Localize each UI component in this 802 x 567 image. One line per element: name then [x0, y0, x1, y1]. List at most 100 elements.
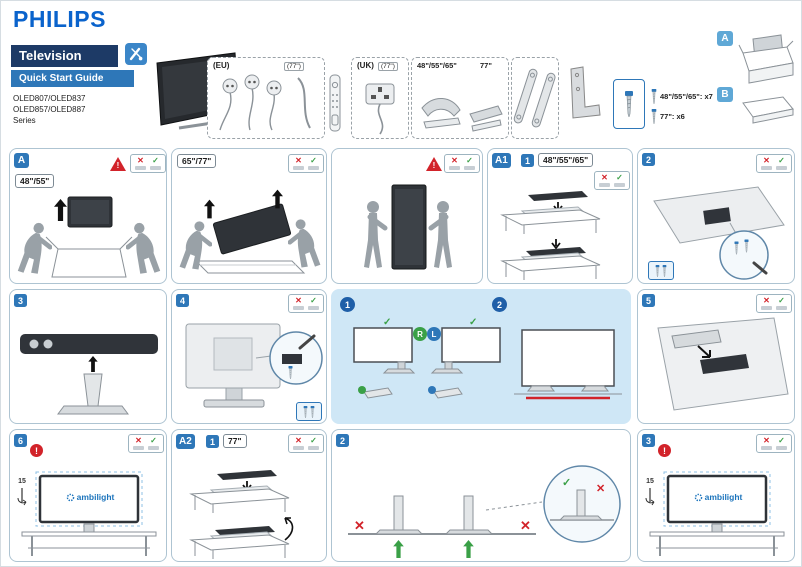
step-1-badge: 1: [521, 154, 534, 167]
model-line: Series: [13, 116, 36, 126]
lay-flat-77-illustration: [189, 470, 294, 559]
dont-cell: ✕: [761, 157, 772, 170]
model-list: OLED807/OLED837 OLED857/OLED887 Series: [13, 93, 86, 127]
tv-slab-glyph: [776, 306, 787, 310]
screw-count-small-label: 48"/55"/65": x7: [660, 92, 713, 101]
panel-stand-floor-placement: 2 ✕ ✕ ✓ ✕: [331, 429, 631, 562]
uk-77-size-label: (77"): [378, 62, 398, 71]
tv-slab-glyph: [133, 446, 144, 450]
do-dont-guide: ✕ ✓: [130, 154, 166, 173]
panel-a1-lay-flat: A1 1 48"/55"/65" ✕ ✓: [487, 148, 633, 284]
tv-on-furniture-illustration: [649, 471, 785, 556]
ambilight-icon: [694, 493, 702, 501]
tilt-angle-indicator: 15: [16, 478, 28, 506]
cross-icon: ✕: [295, 436, 302, 445]
attach-neck-illustration: [653, 186, 785, 280]
screw-case-box: [613, 79, 645, 129]
warning-icon: !: [426, 157, 442, 171]
unbox-large-illustration: [176, 189, 324, 274]
do-cell: ✓: [464, 157, 475, 170]
do-dont-guide: ✕ ✓: [288, 294, 324, 313]
do-dont-guide: ✕ ✓: [288, 434, 324, 453]
check-icon: ✓: [152, 156, 159, 165]
uk-plug-illustration: [365, 83, 395, 135]
step-1-badge: 1: [206, 435, 219, 448]
guide-title-bar: Quick Start Guide: [11, 70, 134, 87]
ambilight-logo: ambilight: [678, 492, 758, 502]
dont-cell: ✕: [135, 157, 146, 170]
check-icon: ✓: [778, 156, 785, 165]
check-icon: ✓: [778, 436, 785, 445]
step-6-badge: 6: [14, 434, 27, 447]
panel-unbox-48-55: A 48"/55" ! ✕ ✓: [9, 148, 167, 284]
do-cell: ✓: [308, 297, 319, 310]
step-3-badge: 3: [642, 434, 655, 447]
cross-icon: ✕: [295, 156, 302, 165]
section-a2-badge: A2: [176, 434, 195, 449]
tv-slab-glyph: [308, 166, 319, 170]
lay-flat-illustration: [500, 191, 601, 280]
do-dont-guide: ✕ ✓: [756, 294, 792, 313]
screw-count-small: 48"/55"/65": x7: [651, 89, 713, 104]
tv-slab-glyph: [308, 306, 319, 310]
tilt-angle-value: 15: [18, 478, 26, 485]
do-cell: ✓: [614, 174, 625, 187]
step-4-badge: 4: [176, 294, 189, 307]
screw-count-large: 77": x6: [651, 109, 685, 124]
dont-cell: ✕: [599, 174, 610, 187]
ambilight-logo: ambilight: [50, 492, 130, 502]
tv-slab-glyph: [308, 446, 319, 450]
cross-icon: ✕: [295, 296, 302, 305]
cross-icon: ✕: [520, 518, 531, 533]
do-dont-guide: ✕ ✓: [288, 154, 324, 173]
do-dont-guide: ✕ ✓: [128, 434, 164, 453]
size-label-48-55: 48"/55": [15, 174, 55, 188]
substep-1-badge: 1: [340, 297, 355, 312]
panel-step4-fix-column: 4 ✕ ✓: [171, 289, 327, 424]
straps-illustration: [513, 68, 556, 128]
back-cover-illustration: [657, 317, 789, 411]
tv-slab-glyph: [150, 166, 161, 170]
check-icon: ✓: [310, 296, 317, 305]
tv-slab-glyph: [599, 183, 610, 187]
check-icon: ✓: [562, 477, 571, 489]
tilt-arrow-icon: [645, 487, 655, 505]
tv-slab-glyph: [135, 166, 146, 170]
cross-icon: ✕: [137, 156, 144, 165]
cross-icon: ✕: [763, 156, 770, 165]
screw-icon: [651, 109, 657, 124]
tv-slab-glyph: [148, 446, 159, 450]
carry-illustration: [336, 184, 480, 279]
screw-count-large-label: 77": x6: [660, 112, 685, 121]
uk-label: (UK): [357, 61, 374, 70]
tv-slab-glyph: [761, 446, 772, 450]
do-cell: ✓: [776, 437, 787, 450]
section-a1-badge: A1: [492, 153, 511, 168]
product-title-bar: Television: [11, 45, 118, 67]
stand-size-large-label: 77": [480, 61, 492, 70]
bracket-illustration: [570, 66, 601, 119]
uk-power-cord-box: (UK) (77"): [351, 57, 409, 139]
screw-icon: [651, 89, 657, 104]
size-label-77: 77": [223, 434, 247, 448]
tv-slab-glyph: [293, 166, 304, 170]
check-icon: ✓: [466, 156, 473, 165]
cross-icon: ✕: [763, 296, 770, 305]
model-line: OLED807/OLED837: [13, 94, 86, 103]
tv-slab-glyph: [776, 446, 787, 450]
size-label-48-55-65: 48"/55"/65": [538, 153, 594, 167]
warning-exclaim: !: [432, 161, 436, 170]
carton-b-badge: B: [717, 87, 733, 102]
do-cell: ✓: [308, 437, 319, 450]
foot-right-label: R: [417, 330, 423, 339]
dont-cell: ✕: [293, 437, 304, 450]
warning-exclaim: !: [116, 161, 120, 170]
tv-slab-glyph: [464, 166, 475, 170]
do-dont-guide: ✕ ✓: [444, 154, 480, 173]
tv-slab-glyph: [449, 166, 460, 170]
tv-slab-glyph: [293, 446, 304, 450]
tv-on-furniture-illustration: [21, 471, 157, 556]
assembly-tools-icon: [125, 43, 147, 65]
cross-icon: ✕: [451, 156, 458, 165]
eu-power-cords-box: (EU) (77"): [207, 57, 325, 139]
